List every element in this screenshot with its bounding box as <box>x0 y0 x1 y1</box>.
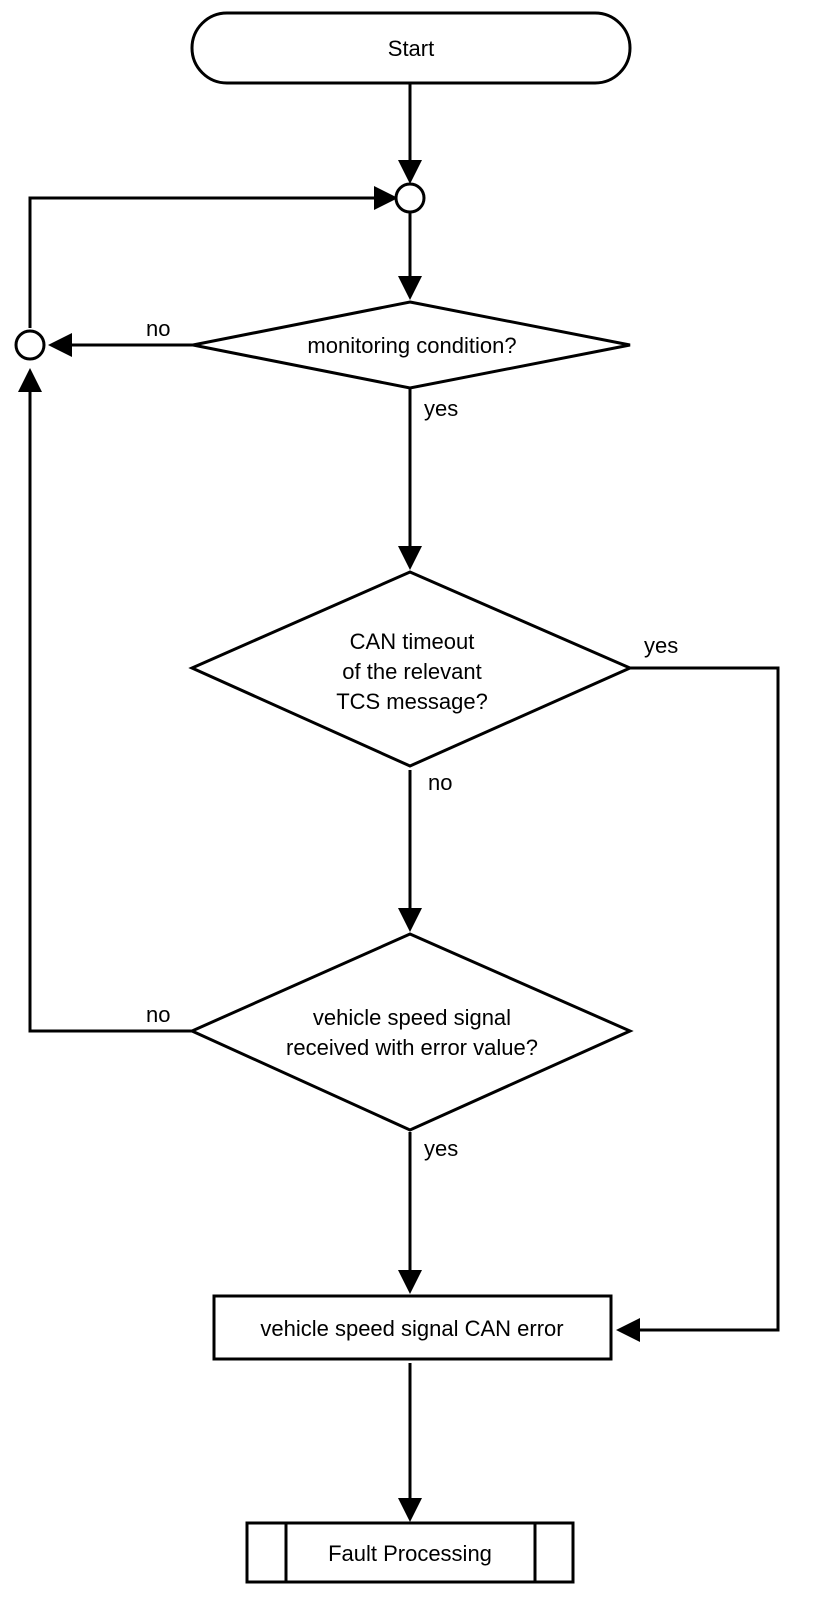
arrowhead-loop-to-top-junction <box>374 186 398 210</box>
line-speed-no-return <box>28 388 192 1033</box>
fault-box-label: Fault Processing <box>328 1541 492 1566</box>
arrowhead-to-speed <box>398 908 422 932</box>
monitoring-label: monitoring condition? <box>307 333 516 358</box>
timeout-label-line-2: of the relevant <box>342 659 481 684</box>
error-box-label: vehicle speed signal CAN error <box>260 1316 563 1341</box>
branch-label-monitoring-yes: yes <box>424 396 458 421</box>
junction-top <box>394 182 426 214</box>
timeout-label-line-1: CAN timeout <box>350 629 475 654</box>
branch-label-speed-yes: yes <box>424 1136 458 1161</box>
line-timeout-yes-to-error <box>630 666 780 1332</box>
arrowhead-to-error <box>398 1270 422 1294</box>
branch-label-speed-no: no <box>146 1002 170 1027</box>
junction-left <box>14 329 46 361</box>
start-label: Start <box>388 36 434 61</box>
branch-label-timeout-no: no <box>428 770 452 795</box>
decision-monitoring <box>192 300 631 390</box>
start-terminal <box>190 11 632 85</box>
arrowhead-timeout-yes-to-error <box>616 1318 640 1342</box>
arrowhead-up-to-left-junction <box>18 368 42 392</box>
arrowhead-to-junction <box>398 160 422 184</box>
decision-speed-signal <box>188 932 634 1132</box>
line-loop-return <box>28 196 378 328</box>
branch-label-monitoring-no: no <box>146 316 170 341</box>
branch-label-timeout-yes: yes <box>644 633 678 658</box>
timeout-label-line-3: TCS message? <box>336 689 488 714</box>
process-error-box <box>212 1294 613 1361</box>
arrowhead-to-monitoring <box>398 276 422 300</box>
subprocess-fault-box <box>245 1521 575 1584</box>
decision-timeout <box>188 570 634 768</box>
arrowhead-to-timeout <box>398 546 422 570</box>
arrowhead-to-left-junction <box>48 333 72 357</box>
speed-label-line-2: received with error value? <box>286 1035 538 1060</box>
arrowhead-to-fault <box>398 1498 422 1522</box>
speed-label-line-1: vehicle speed signal <box>313 1005 511 1030</box>
